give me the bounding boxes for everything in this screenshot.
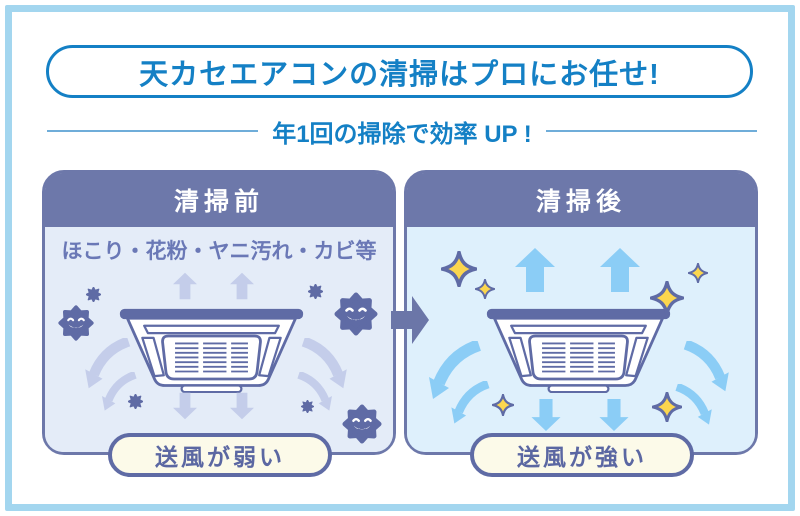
panel-before-body: ほこり・花粉・ヤニ汚れ・カビ等	[45, 227, 393, 452]
panel-after: 清掃後 送風が強い	[404, 170, 758, 477]
germ-face-icon	[334, 292, 378, 336]
subtitle-rule-left	[47, 130, 259, 132]
subtitle-row: 年1回の掃除で効率 UP !	[47, 117, 757, 148]
panel-before-title: 清掃前	[173, 188, 264, 216]
airflow-up-arrow-icon	[515, 248, 555, 292]
airflow-down-arrow-icon	[599, 399, 629, 431]
subtitle: 年1回の掃除で効率 UP !	[272, 120, 532, 148]
sparkle-star-icon	[688, 263, 708, 283]
airflow-curved-arrow-icon	[447, 381, 491, 425]
panel-after-header: 清掃後	[407, 173, 755, 227]
airflow-strong-badge: 送風が強い	[470, 433, 694, 477]
airflow-up-arrow-icon	[230, 272, 254, 300]
germ-face-icon	[342, 404, 382, 444]
dust-particle-icon	[308, 284, 323, 299]
sparkle-star-icon	[441, 251, 477, 287]
airflow-down-arrow-icon	[531, 399, 561, 431]
airflow-weak-badge: 送風が弱い	[108, 433, 332, 477]
ceiling-cassette-ac-icon	[108, 307, 315, 393]
contaminants-caption: ほこり・花粉・ヤニ汚れ・カビ等	[61, 240, 377, 263]
ceiling-cassette-ac-icon	[475, 307, 682, 393]
panel-after-title: 清掃後	[535, 188, 626, 216]
sparkle-star-icon	[650, 281, 684, 315]
panel-after-body	[407, 227, 755, 452]
panel-before-header: 清掃前	[45, 173, 393, 227]
airflow-strong-label: 送風が強い	[517, 444, 647, 470]
sparkle-star-icon	[652, 392, 682, 422]
airflow-weak-label: 送風が弱い	[155, 444, 285, 470]
title-banner: 天カセエアコンの清掃はプロにお任せ!	[46, 45, 753, 98]
sparkle-star-icon	[475, 279, 495, 299]
before-to-after-arrow-icon	[391, 296, 429, 344]
sparkle-star-icon	[492, 394, 514, 416]
airflow-up-arrow-icon	[600, 248, 640, 292]
page-title: 天カセエアコンの清掃はプロにお任せ!	[139, 58, 660, 91]
dust-particle-icon	[301, 400, 314, 413]
subtitle-rule-right	[545, 130, 757, 132]
germ-face-icon	[58, 305, 94, 341]
panel-before: 清掃前 ほこり・花粉・ヤニ汚れ・カビ等 送風が弱い	[42, 170, 396, 477]
airflow-up-arrow-icon	[173, 272, 197, 300]
poster-frame-border	[5, 5, 795, 511]
airflow-down-arrow-icon	[230, 392, 254, 420]
dust-particle-icon	[86, 287, 101, 302]
dust-particle-icon	[128, 394, 143, 409]
airflow-down-arrow-icon	[173, 392, 197, 420]
